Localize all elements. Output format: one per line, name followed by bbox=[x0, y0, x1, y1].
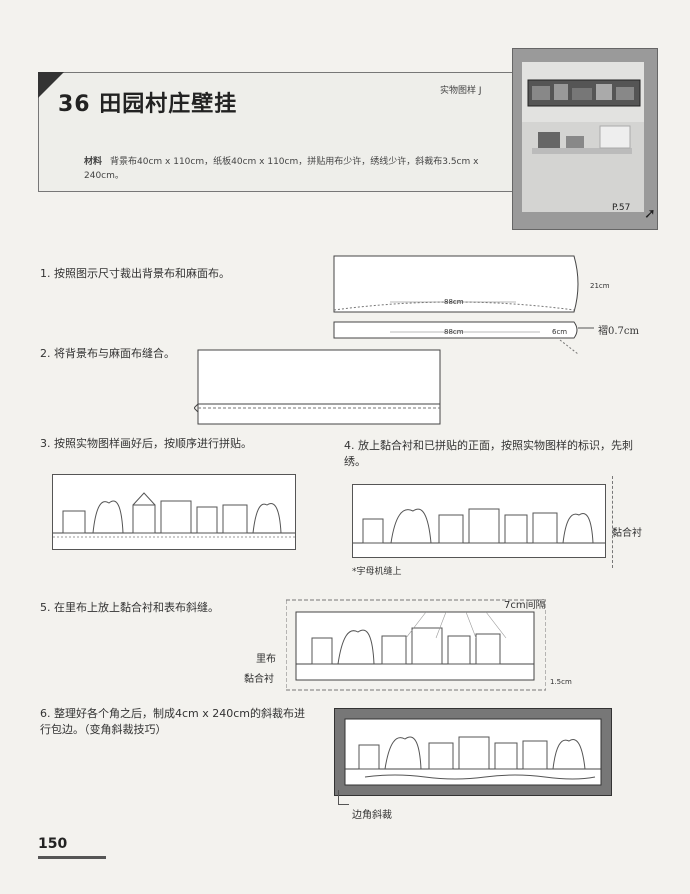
header-corner-mark bbox=[38, 72, 64, 98]
margin-label: 1.5cm bbox=[550, 678, 572, 686]
lining-label: 里布 bbox=[256, 654, 276, 665]
step-4-text: 4. 放上黏合衬和已拼贴的正面，按照实物图样的标识，先刺绣。 bbox=[344, 439, 633, 468]
corner-label: 边角斜裁 bbox=[352, 810, 392, 821]
binding-diagram-svg bbox=[344, 718, 602, 786]
embroidery-diagram-svg bbox=[353, 508, 605, 544]
page-title: 36 田园村庄壁挂 bbox=[58, 92, 238, 117]
step-3-text: 3. 按照实物图样画好后，按顺序进行拼贴。 bbox=[40, 437, 252, 450]
interfacing-label-4: 黏合衬 bbox=[612, 528, 642, 539]
step-1-text: 1. 按照图示尺寸裁出背景布和麻面布。 bbox=[40, 267, 230, 280]
sewing-diagram bbox=[193, 348, 444, 428]
width-label-bottom: 88cm bbox=[444, 328, 464, 336]
cutting-diagram-svg bbox=[333, 255, 594, 355]
corner-label-pointer bbox=[338, 790, 349, 805]
page-number-underline bbox=[38, 856, 106, 859]
reference-label: 实物图样 J bbox=[440, 86, 482, 96]
cursor-arrow-icon: ➚ bbox=[644, 206, 656, 222]
binding-diagram bbox=[334, 708, 612, 796]
sewing-diagram-svg bbox=[193, 349, 441, 425]
width-label-top: 88cm bbox=[444, 298, 464, 306]
seam-label: 褶0.7cm bbox=[598, 326, 639, 337]
step-6-text: 6. 整理好各个角之后，制成4cm x 240cm的斜裁布进行包边。（变角斜裁技… bbox=[40, 707, 306, 736]
materials-text: 背景布40cm x 110cm，纸板40cm x 110cm，拼贴用布少许，绣线… bbox=[84, 157, 479, 181]
step-5-text: 5. 在里布上放上黏合衬和表布斜缝。 bbox=[40, 601, 219, 614]
interfacing-edge bbox=[606, 476, 613, 568]
materials-label: 材料 bbox=[84, 157, 103, 167]
header-panel bbox=[38, 72, 518, 192]
quilting-diagram bbox=[285, 598, 547, 692]
interval-label: 7cm间隔 bbox=[504, 600, 546, 611]
materials-block: 材料背景布40cm x 110cm，纸板40cm x 110cm，拼贴用布少许，… bbox=[84, 155, 494, 183]
height-label: 21cm bbox=[590, 282, 610, 290]
product-photo-illustration bbox=[522, 62, 644, 212]
cutting-diagram bbox=[330, 254, 650, 355]
applique-diagram bbox=[52, 474, 296, 550]
quilting-diagram-svg bbox=[285, 599, 547, 691]
machine-sew-note: *宇母机缝上 bbox=[352, 567, 402, 577]
interfacing-label-5: 黏合衬 bbox=[244, 674, 274, 685]
step-2-text: 2. 将背景布与麻面布缝合。 bbox=[40, 347, 175, 360]
product-photo bbox=[522, 62, 644, 212]
embroidery-diagram bbox=[352, 484, 606, 558]
page-number: 150 bbox=[38, 836, 68, 852]
applique-diagram-svg bbox=[53, 492, 295, 538]
photo-page-ref: P.57 bbox=[612, 203, 631, 213]
side-label: 6cm bbox=[552, 328, 568, 336]
